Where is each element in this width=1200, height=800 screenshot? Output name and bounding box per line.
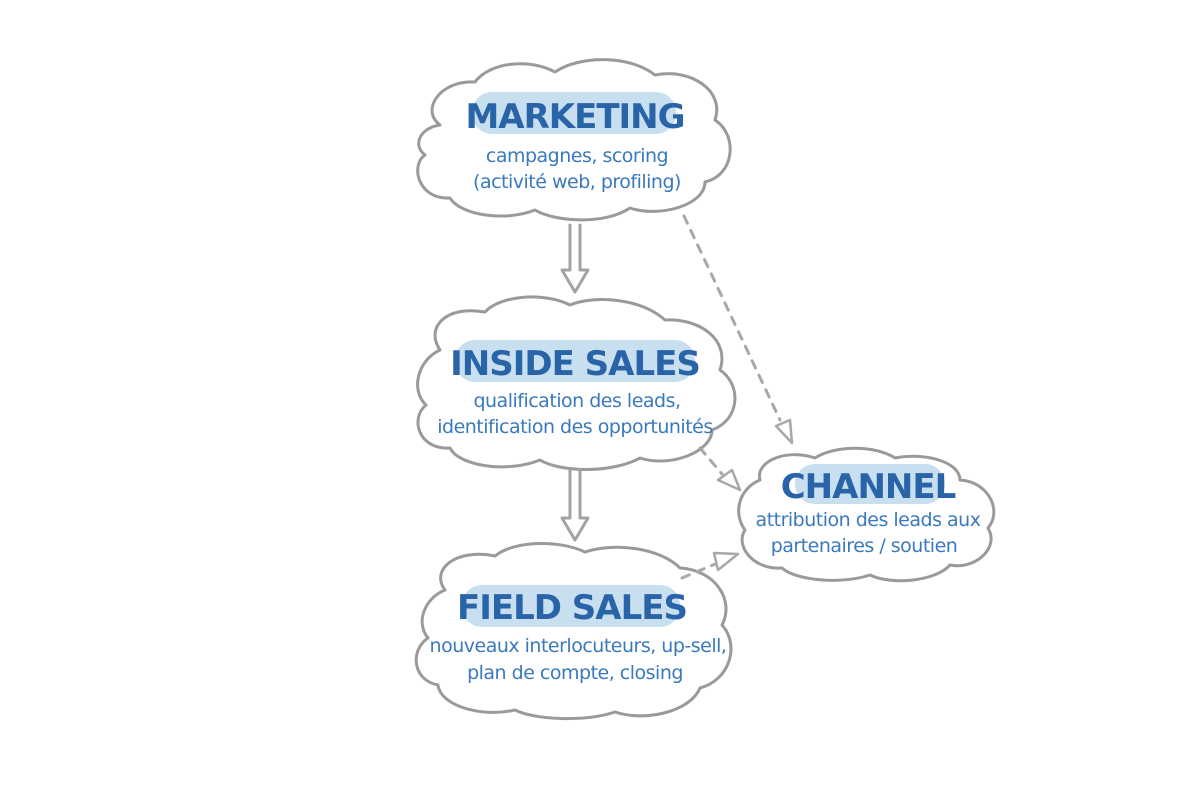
inside-sales-title: INSIDE SALES bbox=[450, 344, 700, 384]
field-sales-title: FIELD SALES bbox=[457, 588, 687, 628]
inside-sales-desc-line1: qualification des leads, bbox=[473, 390, 680, 412]
marketing-cloud-outline bbox=[416, 58, 732, 222]
field-sales-desc-line1: nouveaux interlocuteurs, up-sell, bbox=[430, 635, 727, 657]
channel-title-highlight bbox=[795, 464, 945, 504]
field-sales-cloud: FIELD SALES nouveaux interlocuteurs, up-… bbox=[414, 542, 733, 721]
channel-desc-line1: attribution des leads aux bbox=[756, 509, 981, 531]
channel-title: CHANNEL bbox=[781, 467, 956, 507]
marketing-title: MARKETING bbox=[465, 97, 684, 137]
arrow-inside-sales-to-channel bbox=[698, 446, 742, 492]
arrow-inside-sales-to-field-sales bbox=[560, 468, 590, 542]
field-sales-desc-line2: plan de compte, closing bbox=[467, 662, 683, 684]
field-sales-cloud-outline bbox=[414, 542, 733, 721]
inside-sales-desc-line2: identification des opportunités bbox=[437, 416, 713, 438]
arrow-field-sales-to-channel bbox=[680, 551, 740, 580]
marketing-cloud: MARKETING campagnes, scoring (activité w… bbox=[416, 58, 732, 222]
arrow-marketing-to-inside-sales bbox=[560, 223, 590, 294]
field-sales-title-highlight bbox=[462, 585, 680, 627]
channel-desc-line2: partenaires / soutien bbox=[771, 535, 958, 557]
marketing-title-highlight bbox=[472, 92, 676, 134]
marketing-desc-line1: campagnes, scoring bbox=[486, 145, 668, 167]
marketing-desc-line2: (activité web, profiling) bbox=[473, 171, 681, 193]
inside-sales-cloud: INSIDE SALES qualification des leads, id… bbox=[416, 295, 737, 471]
inside-sales-title-highlight bbox=[455, 340, 695, 382]
channel-cloud: CHANNEL attribution des leads aux parten… bbox=[737, 446, 996, 583]
arrow-marketing-to-channel bbox=[682, 214, 794, 445]
